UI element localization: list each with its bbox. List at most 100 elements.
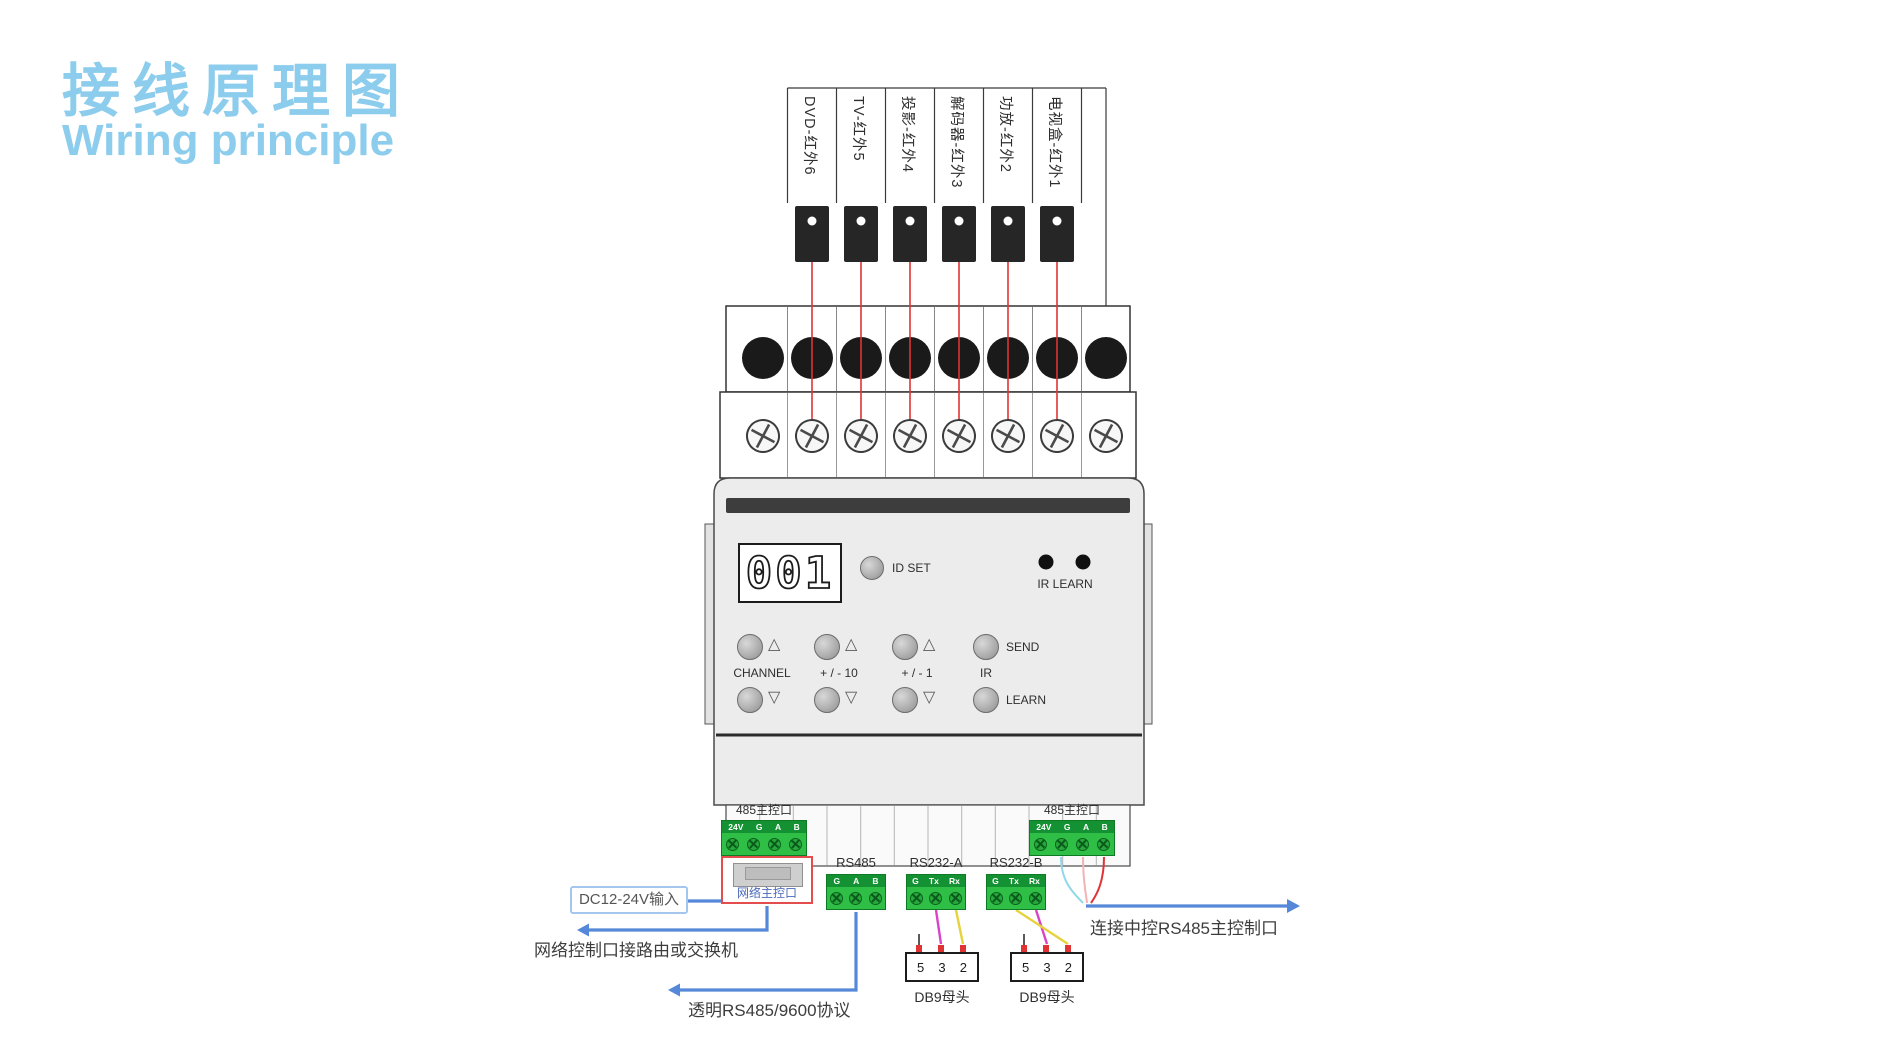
- rs232b-screws: [987, 887, 1045, 909]
- pin-rx-label: Rx: [1029, 876, 1040, 886]
- ir-label-grid: [786, 87, 1107, 306]
- rs232b-terminal-block: G Tx Rx: [986, 874, 1046, 910]
- rs232b-port-label: RS232-B: [989, 855, 1043, 870]
- pin-b-label: B: [1101, 822, 1108, 832]
- db9-pin3-label: 3: [1043, 959, 1051, 975]
- db9-pin2-label: 2: [1064, 959, 1072, 975]
- ir-channel-label-dvd: DVD-红外6: [801, 96, 817, 176]
- ir-emitter-heads: [795, 206, 1074, 262]
- terminal-screw: [1076, 837, 1089, 851]
- down-triangle-icon: ▽: [768, 689, 781, 706]
- pin-24v-label: 24V: [728, 822, 744, 832]
- plus-minus-1-up-button: [892, 634, 918, 660]
- db9-a-pins: 5 3 2: [907, 954, 977, 980]
- up-triangle-icon: △: [768, 636, 781, 653]
- id-set-label: ID SET: [892, 561, 931, 575]
- pin-g-label: G: [912, 876, 919, 886]
- network-annotation: 网络控制口接路由或交换机: [534, 941, 738, 960]
- db9-pin2-label: 2: [959, 959, 967, 975]
- pin-g-label: G: [755, 822, 763, 832]
- terminal-screw: [747, 837, 760, 851]
- terminal-screw: [1009, 891, 1023, 905]
- pin-rx-label: Rx: [949, 876, 960, 886]
- page-title-chinese: 接线原理图: [62, 59, 413, 124]
- network-master-port: 网络主控口: [721, 856, 813, 904]
- right-485-pin-header: 24V G A B: [1030, 821, 1114, 833]
- terminal-screw: [948, 891, 962, 905]
- db9-pin-marks: [916, 934, 1071, 954]
- right-485-terminal-block: 24V G A B: [1029, 820, 1115, 856]
- ir-channel-label-amplifier: 功放-红外2: [997, 96, 1013, 173]
- pin-g-label: G: [992, 876, 999, 886]
- pin-g-label: G: [1063, 822, 1071, 832]
- terminal-screw: [910, 891, 924, 905]
- left-485-pin-header: 24V G A B: [722, 821, 806, 833]
- terminal-screw: [929, 891, 943, 905]
- ir-learn-leds: [1038, 554, 1091, 570]
- pin-24v-label: 24V: [1036, 822, 1052, 832]
- right-485-screws: [1030, 833, 1114, 855]
- up-triangle-icon: △: [845, 636, 858, 653]
- left-485-port-label: 485主控口: [735, 803, 793, 817]
- right-485-port-label: 485主控口: [1043, 803, 1101, 817]
- plus-minus-10-down-button: [814, 687, 840, 713]
- terminal-screw: [1034, 837, 1047, 851]
- send-button: [973, 634, 999, 660]
- channel-up-button: [737, 634, 763, 660]
- terminal-screw: [990, 891, 1004, 905]
- down-triangle-icon: ▽: [923, 689, 936, 706]
- rs232a-port-label: RS232-A: [909, 855, 963, 870]
- rj45-jack-slot: [745, 867, 791, 880]
- rs232b-pin-header: G Tx Rx: [987, 875, 1045, 887]
- terminal-screw: [868, 891, 882, 905]
- ir-channel-label-tv: TV-红外5: [850, 96, 866, 162]
- pin-tx-label: Tx: [928, 876, 939, 886]
- rs485-port-label: RS485: [836, 855, 876, 870]
- db9-connector-a: 5 3 2: [905, 952, 979, 982]
- device-top-bar: [726, 498, 1130, 513]
- pin-b-label: B: [793, 822, 800, 832]
- plus-minus-1-group-label: + / - 1: [901, 666, 933, 680]
- ir-red-wires: [811, 262, 1058, 437]
- pin-a-label: A: [774, 822, 782, 832]
- network-port-label: 网络主控口: [736, 886, 797, 900]
- pin-a-label: A: [853, 876, 860, 886]
- db9-b-pins: 5 3 2: [1012, 954, 1082, 980]
- right-485-wires: [1060, 856, 1105, 904]
- pin-g-label: G: [833, 876, 841, 886]
- left-485-screws: [722, 833, 806, 855]
- plus-minus-10-group-label: + / - 10: [820, 666, 858, 680]
- rj45-jack: [733, 863, 803, 887]
- terminal-screws: [746, 419, 1123, 453]
- db9-pin5-label: 5: [917, 959, 925, 975]
- central-control-annotation: 连接中控RS485主控制口: [1090, 919, 1278, 938]
- channel-down-button: [737, 687, 763, 713]
- id-display-value: 001: [745, 547, 835, 600]
- terminal-screw: [1028, 891, 1042, 905]
- send-label: SEND: [1006, 640, 1040, 654]
- rs485-pin-header: G A B: [827, 875, 885, 887]
- plus-minus-10-up-button: [814, 634, 840, 660]
- ir-group-label: IR: [980, 666, 992, 680]
- up-triangle-icon: △: [923, 636, 936, 653]
- left-485-terminal-block: 24V G A B: [721, 820, 807, 856]
- rs232a-screws: [907, 887, 965, 909]
- ir-learn-label: IR LEARN: [1037, 577, 1093, 591]
- terminal-screw: [1097, 837, 1110, 851]
- db9-a-label: DB9母头: [914, 989, 970, 1005]
- pin-tx-label: Tx: [1008, 876, 1019, 886]
- pin-b-label: B: [872, 876, 879, 886]
- learn-label: LEARN: [1006, 693, 1047, 707]
- dc-input-annotation: DC12-24V输入: [570, 886, 688, 914]
- db9-pin5-label: 5: [1022, 959, 1030, 975]
- plus-minus-1-down-button: [892, 687, 918, 713]
- rs232a-pin-header: G Tx Rx: [907, 875, 965, 887]
- rs485-terminal-block: G A B: [826, 874, 886, 910]
- id-set-button: [860, 556, 884, 580]
- db9-connector-b: 5 3 2: [1010, 952, 1084, 982]
- pin-a-label: A: [1082, 822, 1090, 832]
- ir-channel-label-tvbox: 电视盒-红外1: [1046, 96, 1062, 189]
- protocol-annotation: 透明RS485/9600协议: [688, 1001, 851, 1020]
- rs232-wires: [934, 908, 1069, 946]
